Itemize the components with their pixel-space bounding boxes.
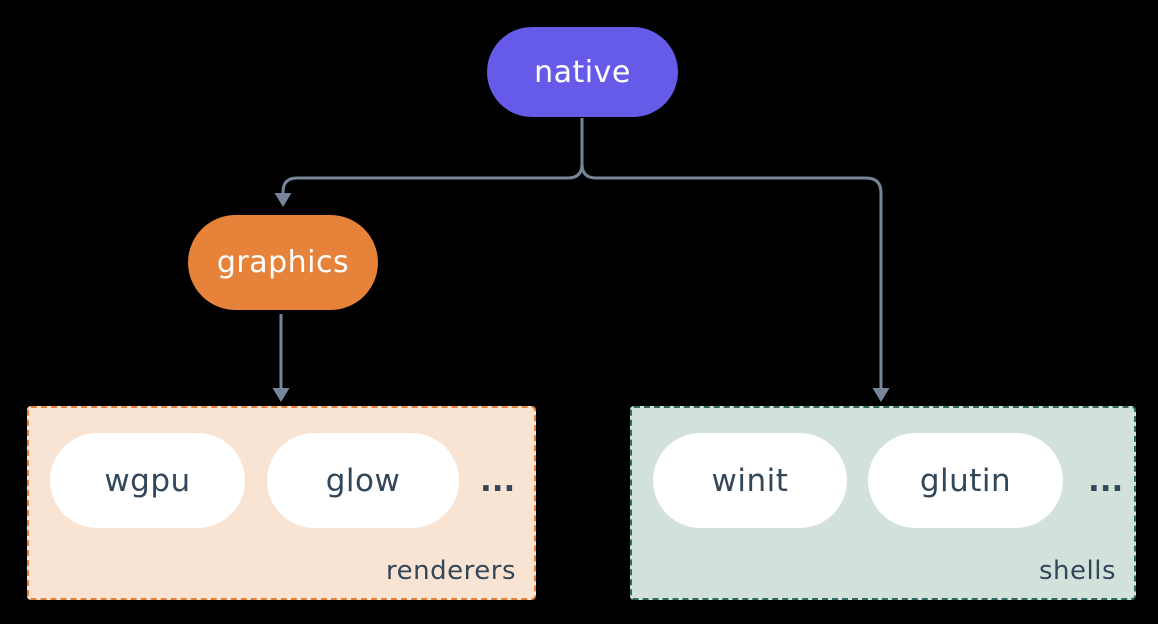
node-wgpu: wgpu <box>50 433 245 528</box>
node-glow-label: glow <box>325 462 401 499</box>
node-graphics-label: graphics <box>216 245 350 280</box>
node-winit-label: winit <box>711 462 789 499</box>
shells-ellipsis: ... <box>1088 462 1124 499</box>
renderers-group-label: renderers <box>386 556 516 586</box>
arrowhead-graphics <box>274 193 292 207</box>
node-glutin: glutin <box>868 433 1063 528</box>
node-native-label: native <box>534 54 631 90</box>
node-wgpu-label: wgpu <box>104 462 191 499</box>
node-graphics: graphics <box>188 215 378 310</box>
shells-group-label: shells <box>1038 556 1116 586</box>
node-native: native <box>487 27 678 117</box>
edge-native-graphics <box>281 118 584 194</box>
group-renderers: wgpu glow ... renderers <box>27 406 536 600</box>
renderers-ellipsis: ... <box>480 462 516 499</box>
node-glutin-label: glutin <box>919 462 1012 499</box>
arrowhead-renderers <box>272 388 290 402</box>
arrowhead-shells <box>872 388 890 402</box>
edge-native-shells <box>580 118 883 389</box>
node-winit: winit <box>653 433 847 528</box>
group-shells: winit glutin ... shells <box>630 406 1136 600</box>
node-glow: glow <box>267 433 459 528</box>
